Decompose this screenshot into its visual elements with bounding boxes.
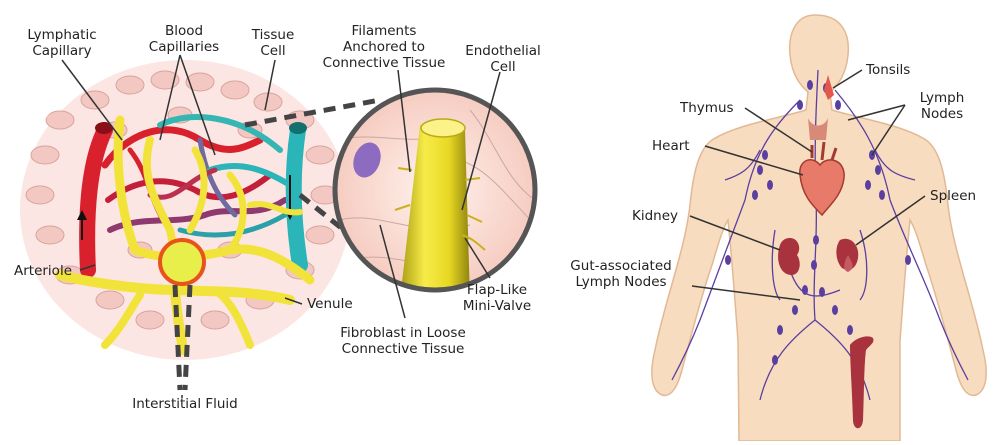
label-tissue-cell: Tissue Cell <box>251 27 295 59</box>
label-lymph-nodes: Lymph Nodes <box>919 90 965 122</box>
label-tonsils: Tonsils <box>866 62 911 78</box>
label-kidney: Kidney <box>632 208 679 224</box>
spleen-organ <box>836 238 859 270</box>
label-fibroblast: Fibroblast in Loose Connective Tissue <box>340 325 466 357</box>
label-endothelial-cell: Endothelial Cell <box>465 43 541 75</box>
kidney-organ-left <box>778 238 800 275</box>
leader-lines-left <box>61 54 303 398</box>
tissue-cell-nucleus <box>353 142 381 178</box>
label-arteriole: Arteriole <box>14 263 73 279</box>
body-silhouette <box>651 14 987 442</box>
leader-lines-right <box>689 69 926 301</box>
label-gut-lymph-nodes: Gut-associated Lymph Nodes <box>570 258 672 290</box>
tonsils-organ <box>824 75 834 100</box>
label-lymphatic-capillary: Lymphatic Capillary <box>27 27 97 59</box>
label-flap-valve: Flap-Like Mini-Valve <box>462 282 532 314</box>
label-spleen: Spleen <box>930 188 977 204</box>
label-heart: Heart <box>652 138 690 154</box>
label-blood-capillaries: Blood Capillaries <box>148 23 220 55</box>
label-interstitial-fluid: Interstitial Fluid <box>132 396 238 412</box>
label-thymus: Thymus <box>680 100 734 116</box>
zoom-connectors <box>172 97 381 391</box>
femur-bone <box>850 336 874 429</box>
thymus-organ <box>808 118 828 140</box>
human-body-figure <box>651 14 987 442</box>
heart-organ <box>799 159 845 217</box>
leader-lines-zoom <box>379 69 501 319</box>
lymph-nodes <box>725 80 911 365</box>
label-filaments: Filaments Anchored to Connective Tissue <box>322 23 446 71</box>
arteriole <box>77 122 113 278</box>
label-venule: Venule <box>307 296 353 312</box>
zoomed-lymphatic-capillary <box>332 69 538 319</box>
tissue-cluster <box>20 54 381 398</box>
zoom-highlight-ring <box>158 238 206 286</box>
lymph-vessel-tube <box>400 119 470 290</box>
